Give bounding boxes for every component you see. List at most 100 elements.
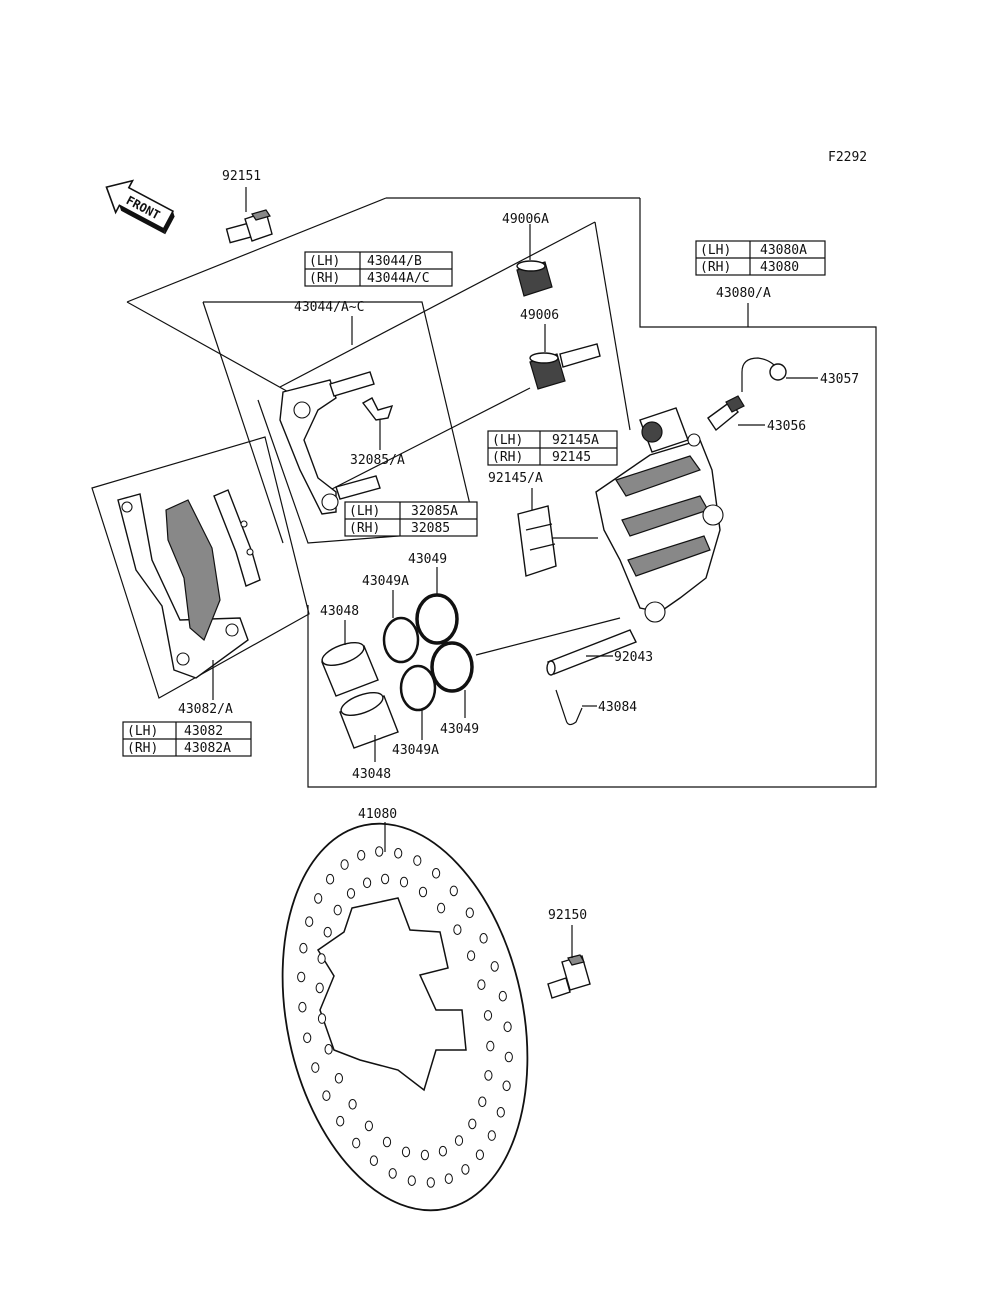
label-43049A-bot: 43049A <box>392 743 439 758</box>
disc-hole <box>317 1013 327 1024</box>
disc-hole <box>487 1130 496 1141</box>
disc-hole <box>324 1044 333 1055</box>
t32085-r2-side: (RH) <box>349 521 380 536</box>
disc-hole <box>299 942 308 954</box>
disc-hole <box>420 1149 429 1161</box>
t43080-r2-side: (RH) <box>700 260 731 275</box>
t32085-r2-part: 32085 <box>411 521 450 536</box>
label-43056: 43056 <box>767 419 806 434</box>
disc-holes <box>297 846 513 1188</box>
label-92043: 92043 <box>614 650 653 665</box>
brake-pads-43082 <box>117 489 261 679</box>
label-43080: 43080/A <box>716 286 771 301</box>
disc-hole <box>503 1021 512 1033</box>
label-41080: 41080 <box>358 807 397 822</box>
disc-hole <box>314 893 323 904</box>
t43080-r1-part: 43080A <box>760 243 807 258</box>
sleeve-49006A <box>516 224 553 297</box>
disc-hole <box>502 1080 511 1092</box>
t43044-r1-part: 43044/B <box>367 254 422 269</box>
clip-43084 <box>555 689 583 726</box>
disc-hole <box>305 916 314 928</box>
t43082-r2-side: (RH) <box>127 741 158 756</box>
label-32085: 32085/A <box>350 453 405 468</box>
t92145-r1-part: 92145A <box>552 433 599 448</box>
disc-hole <box>418 886 428 898</box>
bracket-43044 <box>279 371 381 515</box>
t43044-r2-part: 43044A/C <box>367 271 430 286</box>
disc-hole <box>484 1070 493 1081</box>
bolt-92150 <box>547 925 591 999</box>
label-43057: 43057 <box>820 372 859 387</box>
front-arrow-icon: FRONT <box>105 179 175 235</box>
disc-hole <box>465 907 474 919</box>
disc-hole <box>486 1040 495 1052</box>
disc-hole <box>449 885 458 897</box>
label-92145: 92145/A <box>488 471 543 486</box>
disc-hole <box>381 873 390 885</box>
disc-hole <box>340 859 349 870</box>
disc-hole <box>369 1155 378 1166</box>
disc-hole <box>399 876 409 888</box>
t43080-r2-part: 43080 <box>760 260 799 275</box>
seal-43049-top <box>415 593 459 645</box>
t92145-r2-part: 92145 <box>552 450 591 465</box>
label-49006: 49006 <box>520 308 559 323</box>
disc-hole <box>303 1032 312 1044</box>
disc-hole <box>475 1149 484 1161</box>
label-92150: 92150 <box>548 908 587 923</box>
disc-hole <box>454 1135 464 1146</box>
disc-hole <box>432 868 441 879</box>
brake-disc-41080 <box>281 822 529 1212</box>
t43082-r2-part: 43082A <box>184 741 231 756</box>
disc-hole <box>382 1136 392 1148</box>
pad-frame <box>91 436 310 699</box>
t92145-r1-side: (LH) <box>492 433 523 448</box>
disc-hole <box>438 1145 447 1157</box>
disc-hole <box>467 950 476 962</box>
figure-code: F2292 <box>828 150 867 165</box>
seal-43049A-top <box>382 616 420 664</box>
disc-hole <box>348 1099 357 1110</box>
table-43044: (LH) 43044/B (RH) 43044A/C <box>304 251 453 287</box>
disc-hole <box>413 855 422 866</box>
disc-hole <box>401 1146 411 1158</box>
label-43049A-top: 43049A <box>362 574 409 589</box>
t43044-r2-side: (RH) <box>309 271 340 286</box>
disc-hole <box>346 888 356 899</box>
disc-hole <box>468 1118 477 1130</box>
table-43082: (LH) 43082 (RH) 43082A <box>122 721 252 757</box>
disc-hole <box>394 848 403 859</box>
table-32085: (LH) 32085A (RH) 32085 <box>344 501 478 537</box>
disc-hole <box>333 904 342 916</box>
disc-hole <box>477 979 486 991</box>
disc-hole <box>407 1175 416 1186</box>
label-43082: 43082/A <box>178 702 233 717</box>
disc-hole <box>363 877 372 889</box>
t43082-r1-side: (LH) <box>127 724 158 739</box>
disc-hole <box>298 1001 307 1013</box>
seal-43049A-bot <box>399 664 437 712</box>
caliper-frame <box>307 198 877 788</box>
t32085-r1-part: 32085A <box>411 504 458 519</box>
disc-hole <box>317 953 326 964</box>
label-43049-bot: 43049 <box>440 722 479 737</box>
piston-43048-bot <box>339 691 399 749</box>
disc-hole <box>437 902 446 914</box>
disc-hole <box>444 1173 453 1184</box>
label-43044: 43044/A~C <box>294 300 364 315</box>
disc-hole <box>297 971 306 983</box>
label-43048-bot: 43048 <box>352 767 391 782</box>
disc-hole <box>498 990 507 1002</box>
pin-92043 <box>546 629 637 676</box>
disc-hole <box>496 1107 505 1118</box>
disc-hole <box>336 1115 345 1127</box>
t43080-r1-side: (LH) <box>700 243 731 258</box>
disc-hole <box>326 873 335 885</box>
t43082-r1-part: 43082 <box>184 724 223 739</box>
disc-hole <box>352 1137 361 1149</box>
label-43049-top: 43049 <box>408 552 447 567</box>
bolt-92151 <box>225 187 273 244</box>
disc-hole <box>334 1073 343 1084</box>
